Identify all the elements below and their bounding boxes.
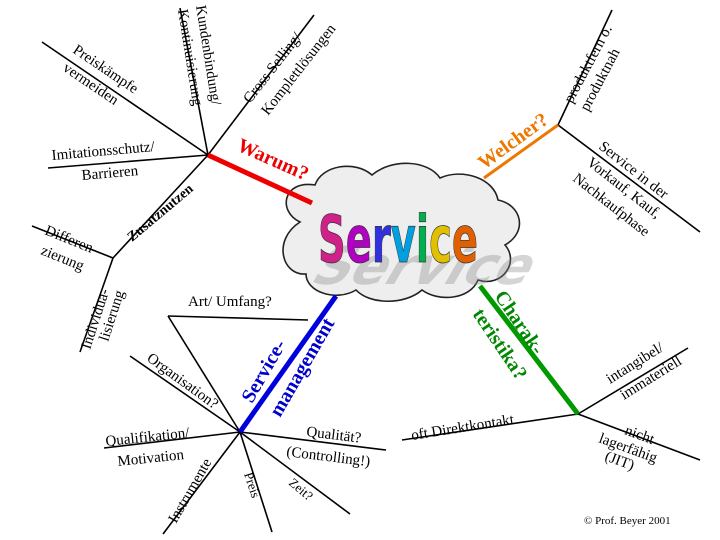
branch-welcher-line [483, 123, 559, 180]
instrumente-label: Instrumente [166, 456, 216, 526]
line-lagerfaehig [577, 413, 701, 461]
cloud-shape [282, 162, 521, 302]
zusatznutzen-label: Zusatznutzen [125, 181, 197, 245]
line-differenzierung [31, 225, 114, 259]
line-imitationsschutz [47, 154, 209, 169]
line-preis [239, 431, 273, 533]
line-qualifikation [103, 431, 241, 449]
line-qualitaet [239, 431, 387, 451]
line-preiskaempfe [41, 41, 209, 156]
service-title-letter: r [372, 201, 391, 278]
qualitaet-line1: Qualität? [306, 424, 363, 447]
service-title-letter: e [346, 201, 372, 278]
line-cross-selling [207, 14, 315, 156]
line-instrumente [162, 431, 241, 535]
qualifikation-line2: Motivation [117, 447, 185, 470]
line-organisation [129, 355, 241, 433]
line-direktkontakt [401, 413, 579, 441]
line-intangibel [577, 347, 689, 415]
line-zusatznutzen [112, 154, 209, 259]
line-produktfern [557, 9, 613, 126]
qualifikation-line1: Qualifikation/ [105, 425, 191, 450]
preis-label: Preis [241, 470, 263, 499]
warum-label: Warum? [234, 134, 312, 185]
branch-charakteristika-line [478, 284, 580, 416]
service-title-letter: c [429, 201, 452, 278]
imitationsschutz-line2: Barrieren [81, 163, 139, 184]
line-art-umfang [167, 315, 241, 433]
line-service-phase [557, 124, 701, 233]
welcher-label: Welcher? [474, 109, 553, 174]
svg-text:Service: Service [301, 237, 552, 297]
service-title-letter: e [452, 201, 478, 278]
art-umfang-label: Art/ Umfang? [188, 294, 272, 310]
direktkontakt-label: oft Direktkontakt [410, 412, 516, 444]
branch-warum-line [206, 152, 314, 206]
line-zeit [239, 431, 351, 515]
connector-lines [31, 7, 701, 535]
service-title-shadow: Service [301, 237, 552, 297]
line-kundenbindung [179, 7, 209, 156]
service-title-letter: i [416, 201, 429, 278]
zeit-label: Zeit? [286, 475, 316, 504]
service-title: Service [318, 201, 478, 278]
service-title-letter: v [391, 201, 416, 278]
qualitaet-line2: (Controlling!) [286, 444, 371, 470]
service-title-letter: S [318, 201, 346, 278]
branch-servicemanagement-line [237, 294, 339, 434]
line-art-umfang-top [167, 315, 309, 321]
copyright-text: © Prof. Beyer 2001 [584, 515, 671, 527]
line-individualisierung [79, 257, 114, 353]
